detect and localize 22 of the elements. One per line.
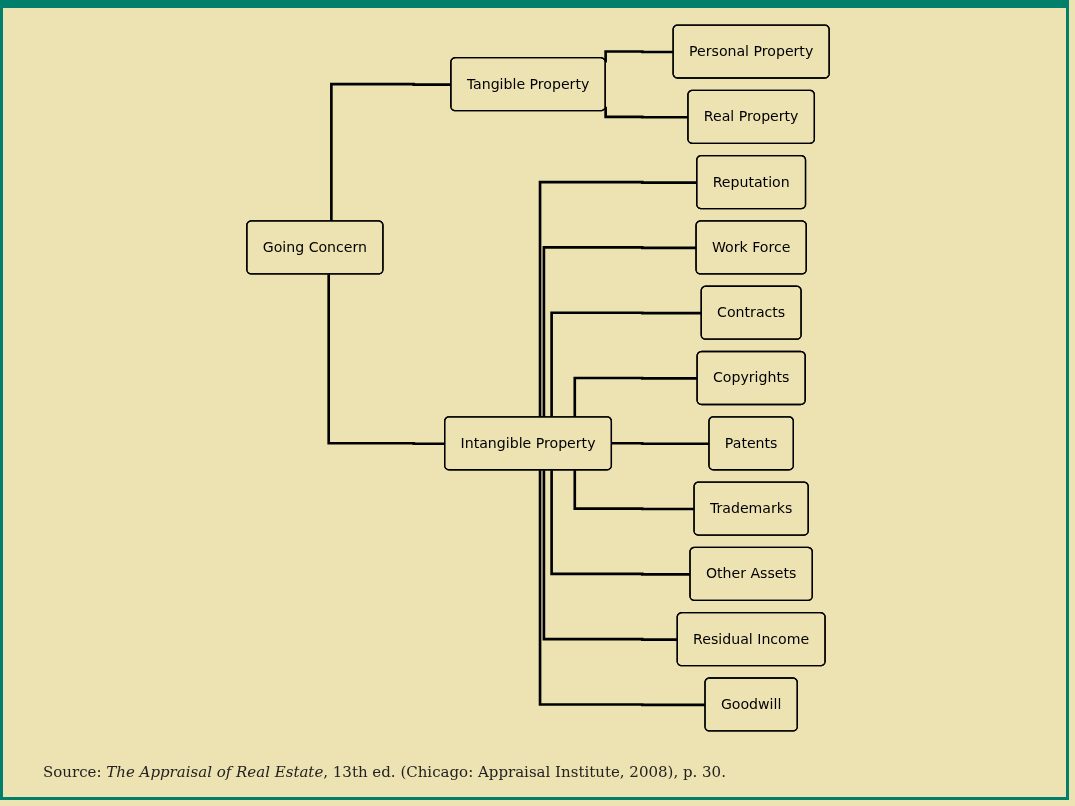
category-box: Tangible Property [450, 57, 606, 112]
source-caption: Source: The Appraisal of Real Estate, 13th ed. (Chicago: Appraisal Institute, 2008), p. 30. [43, 763, 726, 781]
connector-line [550, 311, 702, 418]
category-box: Patents [708, 416, 794, 471]
connector-line [573, 470, 695, 511]
category-box: Copyrights [696, 350, 806, 406]
category-box: Intangible Property [444, 416, 613, 471]
connector-line [542, 470, 678, 641]
category-box: Residual Income [676, 612, 826, 667]
connector-line [550, 470, 691, 576]
connector-line [573, 376, 698, 418]
category-box: Contracts [700, 285, 802, 340]
category-box: Work Force [695, 220, 807, 275]
category-box: Going Concern [246, 220, 384, 275]
connector-line [538, 470, 706, 707]
category-box: Trademarks [693, 481, 809, 536]
category-box: Personal Property [672, 24, 830, 79]
connector-line [542, 246, 697, 418]
category-box: Goodwill [704, 677, 798, 732]
category-box: Real Property [687, 89, 815, 144]
category-box: Other Assets [689, 546, 813, 601]
category-box: Reputation [696, 155, 807, 210]
